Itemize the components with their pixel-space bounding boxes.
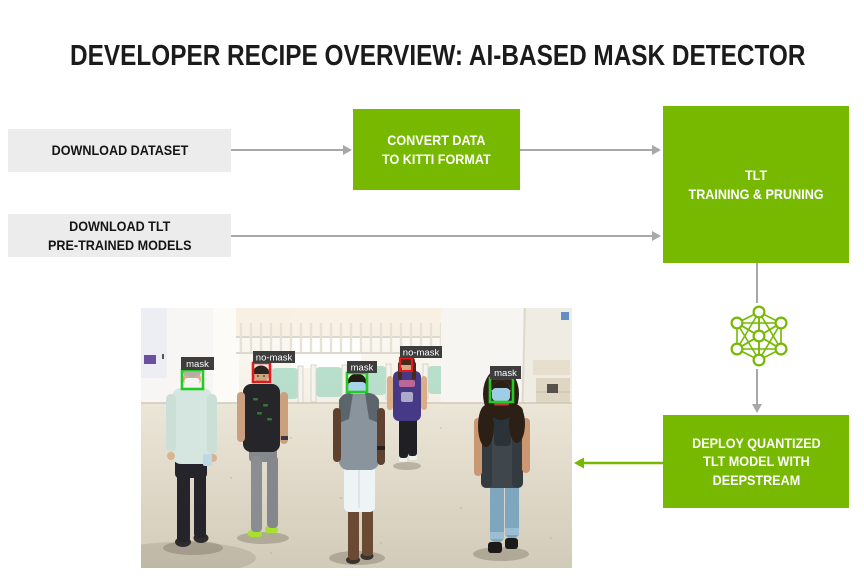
arrowhead-deploy-to-photo [574, 457, 584, 469]
step-deploy-line3: DEEPSTREAM [712, 471, 800, 488]
arrowhead-convert-to-training [652, 145, 661, 155]
step-deploy-line2: TLT MODEL WITH [702, 453, 810, 470]
detection-label-4: no-mask [403, 348, 440, 359]
arrowhead-training-to-deploy [752, 404, 762, 413]
detection-label-bg-3 [347, 361, 377, 373]
person-2-no-mask [237, 365, 288, 537]
arrowhead-models-to-training [652, 231, 661, 241]
detection-label-bg-4 [400, 346, 442, 358]
detection-label-bg-5 [490, 366, 521, 379]
detection-label-1: mask [186, 359, 209, 370]
purple-wall-sign [144, 355, 156, 364]
detection-label-3: mask [351, 363, 374, 374]
detection-label-bg-2 [253, 351, 295, 363]
step-download-models-line1: DOWNLOAD TLT [68, 218, 171, 235]
detection-label-5: mask [494, 368, 517, 379]
step-convert-line1: CONVERT DATA [387, 132, 486, 149]
person-5-mask [474, 368, 530, 553]
detection-overlays: mask no-mask mask no-mask mask [180, 346, 521, 404]
detection-label-bg-1 [181, 357, 214, 370]
step-convert-line2: TO KITTI FORMAT [382, 150, 491, 167]
step-download-dataset-label: DOWNLOAD DATASET [51, 142, 188, 159]
step-convert-kitti: CONVERT DATA TO KITTI FORMAT [353, 109, 520, 190]
step-tlt-training-pruning: TLT TRAINING & PRUNING [663, 106, 849, 263]
step-download-pretrained-models: DOWNLOAD TLT PRE-TRAINED MODELS [8, 214, 231, 257]
detection-label-2: no-mask [256, 353, 293, 364]
step-download-dataset: DOWNLOAD DATASET [8, 129, 231, 172]
step-download-models-line2: PRE-TRAINED MODELS [47, 236, 192, 253]
person-1-mask [166, 368, 217, 547]
step-training-line1: TLT [744, 167, 768, 184]
step-deploy-line1: DEPLOY QUANTIZED [691, 435, 821, 452]
arrowhead-dataset-to-convert [343, 145, 352, 155]
step-deploy-deepstream: DEPLOY QUANTIZED TLT MODEL WITH DEEPSTRE… [663, 415, 849, 508]
page-title: DEVELOPER RECIPE OVERVIEW: AI-BASED MASK… [0, 40, 864, 73]
mask-detection-photo: mask no-mask mask no-mask mask [141, 308, 572, 568]
page-title-text: DEVELOPER RECIPE OVERVIEW: AI-BASED MASK… [70, 40, 806, 72]
neural-network-icon [727, 303, 791, 369]
step-training-line2: TRAINING & PRUNING [688, 185, 824, 202]
